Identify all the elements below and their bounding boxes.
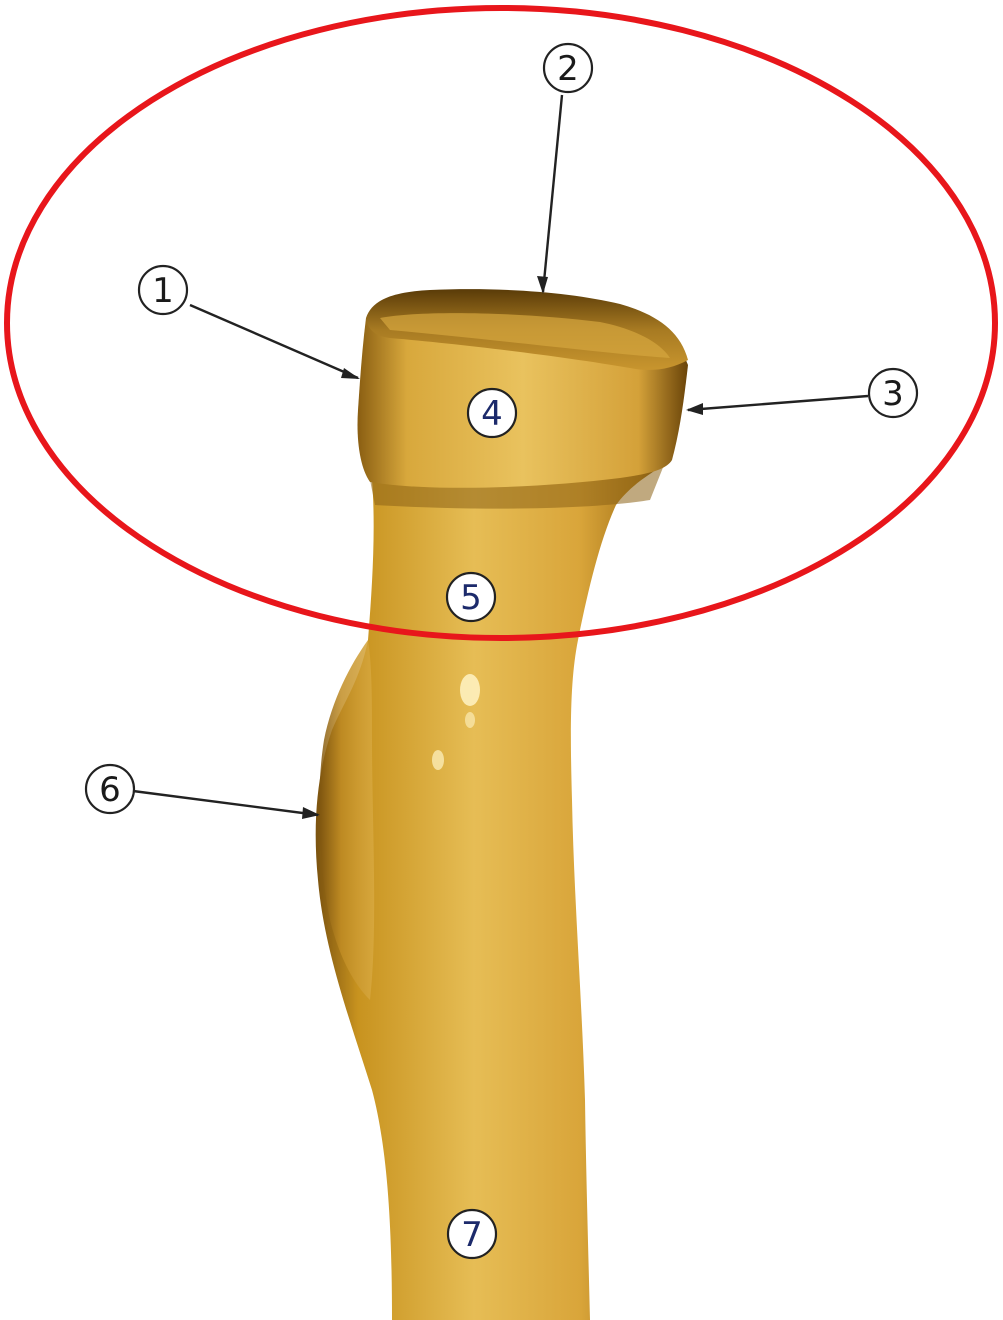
articular-rim: [380, 313, 670, 358]
leader-line-2: [541, 94, 564, 293]
arrowhead-3: [686, 403, 703, 415]
highlight-spot: [460, 674, 480, 706]
arrowhead-1: [341, 368, 360, 379]
leader-lines: [132, 94, 869, 819]
leader-line-3: [687, 394, 869, 412]
label-4: 4: [466, 387, 518, 439]
svg-text:3: 3: [882, 374, 904, 414]
svg-text:4: 4: [481, 394, 503, 434]
highlight-ellipse: [4, 5, 998, 641]
label-5: 5: [445, 571, 497, 623]
label-1: 1: [137, 264, 189, 316]
leader-line-1: [189, 303, 359, 380]
highlight-spot: [465, 712, 475, 728]
label-3: 3: [867, 367, 919, 419]
highlight-spot: [432, 750, 444, 770]
label-7: 7: [446, 1208, 498, 1260]
svg-text:7: 7: [461, 1215, 483, 1255]
label-6: 6: [84, 763, 136, 815]
svg-text:5: 5: [460, 578, 482, 618]
leader-line-6: [132, 789, 319, 817]
svg-text:6: 6: [99, 770, 121, 810]
tuberosity-shape: [319, 640, 375, 1000]
bone-shaft: [315, 460, 668, 1320]
arrowhead-2: [537, 276, 548, 294]
svg-text:1: 1: [152, 271, 174, 311]
arrowhead-6: [302, 807, 320, 819]
label-2: 2: [542, 42, 594, 94]
svg-text:2: 2: [557, 49, 579, 89]
